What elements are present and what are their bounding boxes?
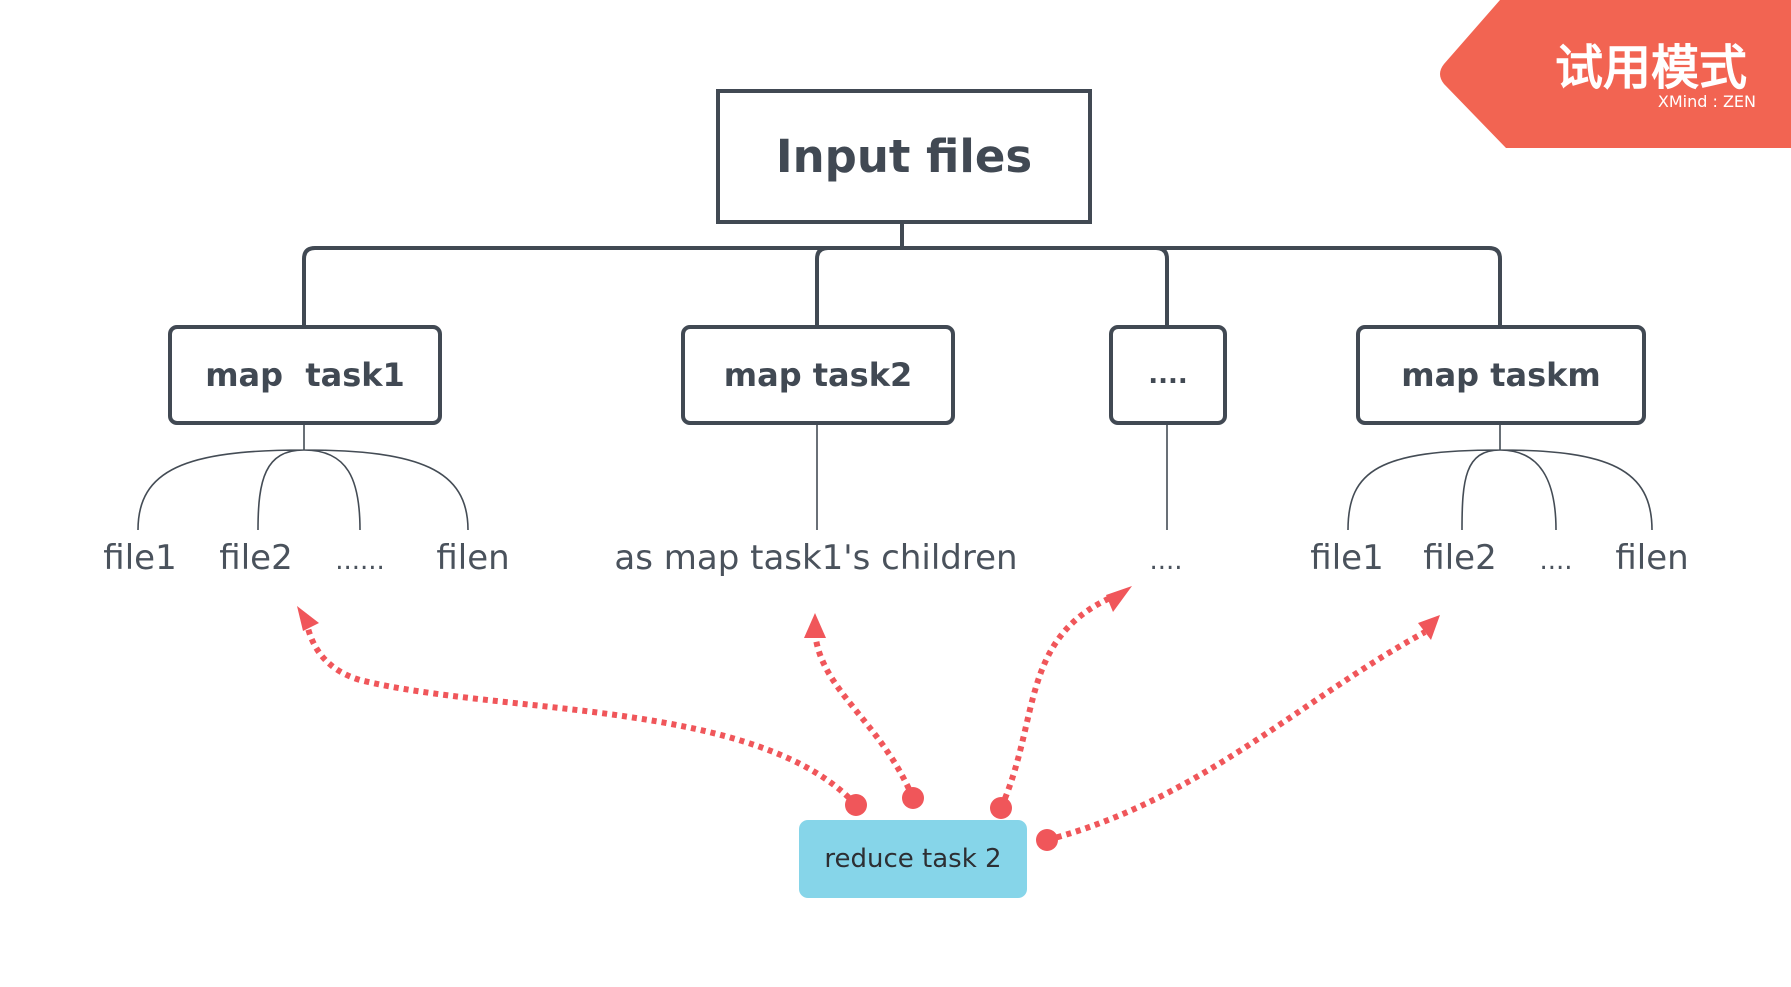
trial-mode-title: 试用模式	[1554, 40, 1747, 96]
floating-topic-reduce-task[interactable]: reduce task 2	[799, 820, 1027, 898]
map-task1-leaf-connectors	[137, 425, 469, 531]
relationship-arrow-to-map-task2-children	[812, 631, 916, 800]
floating-topic-label: reduce task 2	[824, 844, 1002, 874]
map-taskm-leaf-connectors	[1347, 425, 1653, 531]
topic-label: ....	[1148, 360, 1188, 390]
subtopic-file2[interactable]: file2	[1423, 538, 1497, 578]
topic-ellipsis[interactable]: ....	[1109, 325, 1227, 425]
subtopic-file1[interactable]: file1	[1310, 538, 1384, 578]
subtopic-ellipsis[interactable]: ....	[1149, 546, 1183, 576]
topic-map-task1[interactable]: map task1	[168, 325, 442, 425]
topic-label: map task1	[205, 356, 405, 394]
relationship-arrow-to-ellipsis	[998, 595, 1112, 810]
arrow-head-icon	[297, 606, 319, 631]
subtopic-filen[interactable]: filen	[1615, 538, 1689, 578]
arrow-start-point	[1036, 829, 1058, 851]
topic-label: map taskm	[1401, 356, 1601, 394]
relationship-arrow-to-map-task1-files	[303, 619, 859, 808]
arrow-start-point	[902, 787, 924, 809]
topic-map-taskm[interactable]: map taskm	[1356, 325, 1646, 425]
arrow-start-point	[845, 794, 867, 816]
arrow-head-icon	[1418, 615, 1440, 640]
central-topic-input-files[interactable]: Input files	[716, 89, 1092, 224]
subtopic-ellipsis[interactable]: ......	[335, 546, 385, 576]
subtopic-filen[interactable]: filen	[436, 538, 510, 578]
root-to-branches-connector	[302, 222, 1502, 325]
subtopic-map-task2-children[interactable]: as map task1's children	[614, 538, 1018, 578]
topic-map-task2[interactable]: map task2	[681, 325, 955, 425]
xmind-zen-brand: XMind : ZEN	[1657, 92, 1756, 111]
subtopic-ellipsis[interactable]: ....	[1539, 546, 1573, 576]
subtopic-file2[interactable]: file2	[219, 538, 293, 578]
subtopic-file1[interactable]: file1	[103, 538, 177, 578]
relationship-arrow-to-map-taskm-files	[1046, 629, 1427, 843]
arrow-head-icon	[804, 613, 826, 638]
arrow-start-point	[990, 797, 1012, 819]
arrow-head-icon	[1106, 586, 1132, 612]
topic-label: map task2	[723, 356, 913, 394]
trial-mode-badge[interactable]	[1440, 0, 1791, 148]
central-topic-label: Input files	[775, 130, 1033, 183]
